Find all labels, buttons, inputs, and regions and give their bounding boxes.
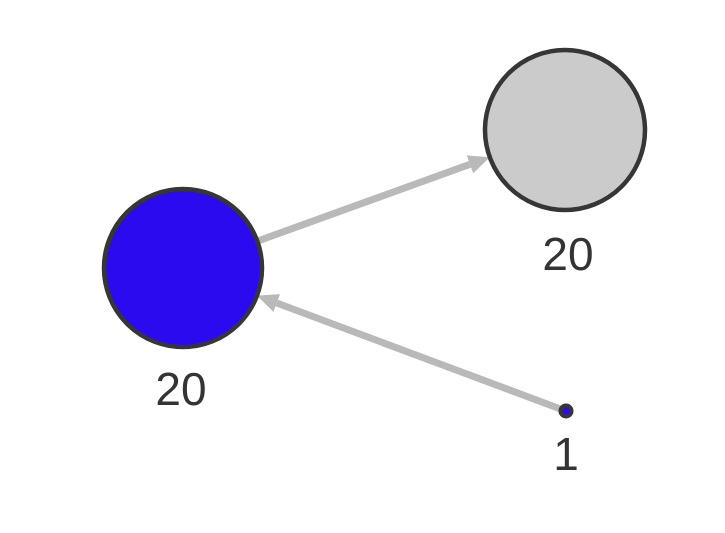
edge-line-n3-n1 <box>275 299 563 413</box>
edge-line-n1-n2 <box>256 161 472 245</box>
edge-arrowhead-icon <box>257 294 280 312</box>
node-label-n3: 1 <box>553 428 579 480</box>
node-label-n2: 20 <box>542 228 593 280</box>
graph-node-n3[interactable] <box>558 403 574 419</box>
graph-node-n2[interactable] <box>482 47 648 213</box>
edge-arrowhead-icon <box>466 155 490 174</box>
graph-node-n1[interactable] <box>101 186 265 350</box>
node-label-n1: 20 <box>155 363 206 415</box>
